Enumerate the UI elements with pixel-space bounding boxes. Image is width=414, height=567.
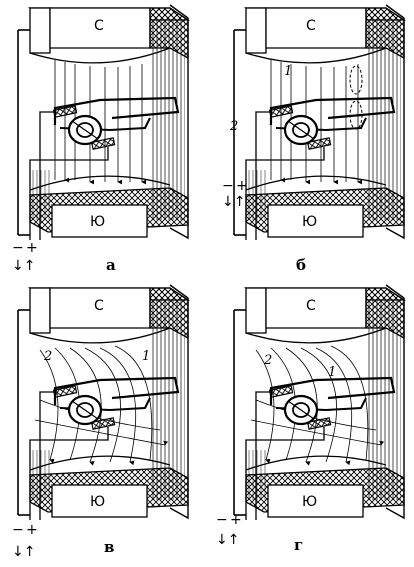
south-pole-label: Ю xyxy=(90,494,105,510)
north-pole-label: С xyxy=(306,18,316,34)
terminal-plus: + xyxy=(236,178,248,194)
south-pole-label: Ю xyxy=(302,494,317,510)
panel-caption: а xyxy=(106,256,116,274)
annotation-1: 1 xyxy=(284,64,292,79)
current-arrows: ↓↑ xyxy=(222,194,245,210)
south-pole-label: Ю xyxy=(302,214,317,230)
annotation-1: 1 xyxy=(142,349,150,364)
annotation-1: 1 xyxy=(328,365,336,380)
panel-caption: б xyxy=(296,256,306,274)
current-arrows: ↓↑ xyxy=(216,532,239,548)
annotation-2: 2 xyxy=(263,353,272,368)
south-pole-label: Ю xyxy=(90,214,105,230)
north-pole-label: С xyxy=(306,298,316,314)
north-pole-label: С xyxy=(94,298,104,314)
terminal-plus: + xyxy=(26,522,38,538)
current-arrows: ↓↑ xyxy=(12,544,35,560)
panel-caption: в xyxy=(104,538,114,556)
panel-a: С Ю − + ↓↑ а xyxy=(12,4,189,274)
panel-g: 2 1 С Ю − + ↓↑ г xyxy=(216,284,405,554)
terminal-minus: − xyxy=(12,240,24,256)
panel-b: 1 2 С Ю − + ↓↑ б xyxy=(222,4,405,274)
terminal-minus: − xyxy=(12,522,24,538)
north-pole-label: С xyxy=(94,18,104,34)
panel-caption: г xyxy=(294,536,303,554)
terminal-plus: + xyxy=(230,512,242,528)
annotation-2: 2 xyxy=(43,349,52,364)
terminal-plus: + xyxy=(26,240,38,256)
terminal-minus: − xyxy=(222,178,234,194)
annotation-2: 2 xyxy=(229,119,238,134)
terminal-minus: − xyxy=(216,512,228,528)
current-arrows: ↓↑ xyxy=(12,258,35,274)
panel-v: 2 1 С Ю − + ↓↑ в xyxy=(12,284,189,560)
